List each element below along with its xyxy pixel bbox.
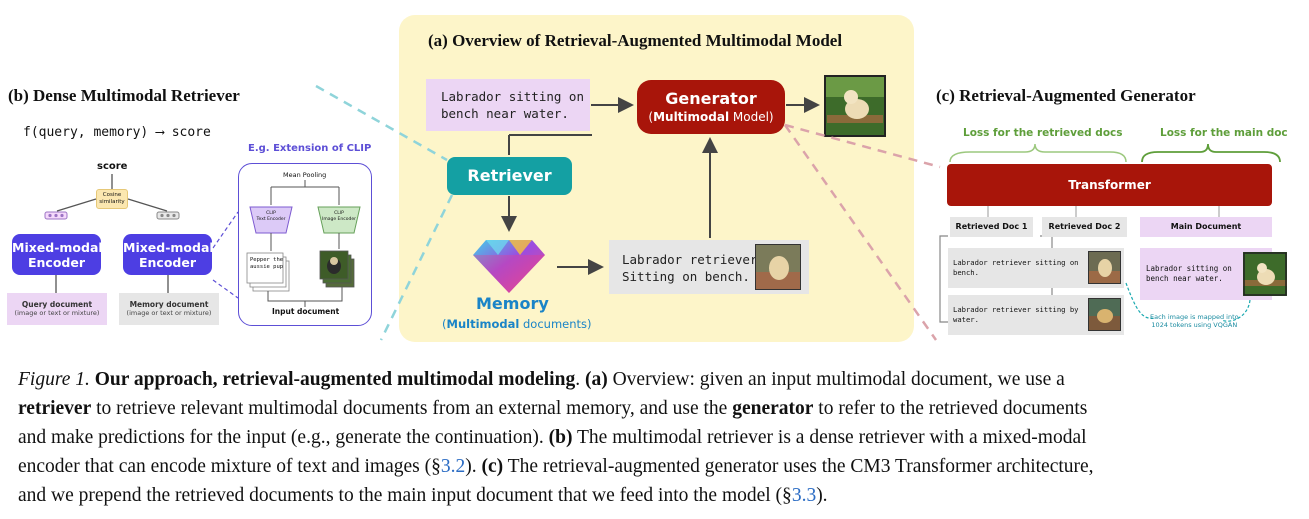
query-document-sub: (image or text or mixture) [14,309,100,317]
memory-document-sub: (image or text or mixture) [126,309,212,317]
score-label: score [97,161,128,172]
transformer-box: Transformer [947,164,1272,206]
retrieved-dog-image [755,244,801,290]
pepper-text: Pepper the aussie pup [250,257,284,270]
memory-encoder: Mixed-modal Encoder [123,234,214,275]
input-document-label: Input document [272,307,340,316]
panel-c-title: (c) Retrieval-Augmented Generator [936,86,1196,105]
memory-label: Memory [476,294,549,313]
retrieved-doc-1: Labrador retriever sitting on bench. [948,248,1124,288]
panel-c-graphics [939,143,1281,323]
clip-diagram [246,180,361,307]
retrieved-document: Labrador retriever Sitting on bench. [609,240,809,294]
query-document-title: Query document [21,300,93,309]
memory-gem-icon [473,240,545,293]
caption-line-4: encoder that can encode mixture of text … [18,456,1094,477]
generator-sublabel: (Multimodal Model) [648,110,774,124]
panel-b-title: (b) Dense Multimodal Retriever [8,86,240,105]
query-document: Query document (image or text or mixture… [7,293,107,325]
retrieved-doc-2: Labrador retriever sitting by water. [948,295,1124,335]
caption-line-3: and make predictions for the input (e.g.… [18,427,1087,448]
cosine-similarity-box: Cosine similarity [96,189,128,209]
caption-line-2: retriever to retrieve relevant multimoda… [18,398,1088,419]
caption-line-5: and we prepend the retrieved documents t… [18,485,828,506]
input-document-text: Labrador sitting on bench near water. [441,89,584,121]
memory-document: Memory document (image or text or mixtur… [119,293,219,325]
clip-text-encoder: CLIP Text Encoder [256,211,286,222]
panel-a-title: (a) Overview of Retrieval-Augmented Mult… [428,31,843,50]
caption-line-1: Figure 1. Our approach, retrieval-augmen… [18,369,1065,390]
retrieved-doc-2-label: Retrieved Doc 2 [1042,217,1127,237]
clip-extension-box [238,163,372,326]
output-dog-image [824,75,886,137]
loss-retrieved-label: Loss for the retrieved docs [963,127,1123,139]
retrieved-doc-1-image [1088,251,1121,284]
retrieved-document-text: Labrador retriever Sitting on bench. [622,252,758,284]
retrieved-doc-2-text: Labrador retriever sitting by water. [953,305,1079,324]
retrieved-doc-1-text: Labrador retriever sitting on bench. [953,258,1079,277]
memory-sublabel: (Multimodal documents) [442,317,592,331]
retrieved-doc-2-image [1088,298,1121,331]
ref-3-2[interactable]: 3.2 [440,456,466,477]
panel-b-connectors [44,174,239,299]
generator-box: Generator (Multimodal Model) [637,80,785,134]
vqgan-note: Each image is mapped into 1024 tokens us… [1150,313,1239,329]
memory-document-title: Memory document [129,300,209,309]
retrieved-doc-1-label: Retrieved Doc 1 [950,217,1033,237]
main-document-image [1243,252,1287,296]
main-document-text: Labrador sitting on bench near water. [1146,264,1232,283]
main-document: Labrador sitting on bench near water. [1140,248,1287,300]
retriever-box: Retriever [447,157,572,195]
generator-label: Generator [665,89,757,108]
mean-pooling-label: Mean Pooling [283,171,327,179]
loss-main-label: Loss for the main doc [1160,127,1288,139]
clip-image-encoder: CLIP Image Encoder [322,211,356,222]
retriever-formula: f(query, memory) ⟶ score [23,125,211,140]
query-encoder: Mixed-modal Encoder [12,234,103,275]
ref-3-3[interactable]: 3.3 [791,485,817,506]
clip-extension-title: E.g. Extension of CLIP [248,143,372,154]
main-document-label: Main Document [1140,217,1272,237]
input-document: Labrador sitting on bench near water. [426,79,590,131]
